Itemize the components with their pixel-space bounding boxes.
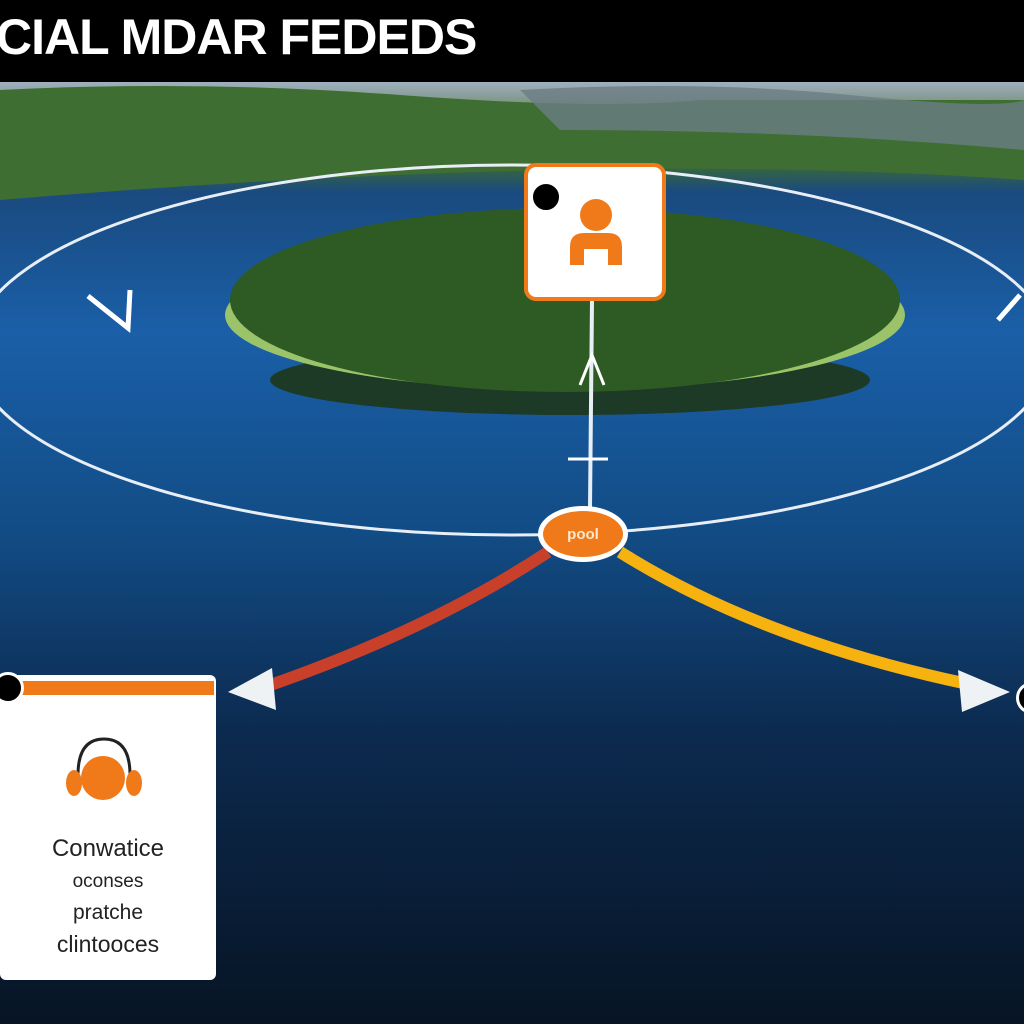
card-line: pratche bbox=[72, 901, 144, 924]
card-line: oconses bbox=[72, 871, 144, 892]
v-mark-left bbox=[86, 289, 133, 333]
arrow-right bbox=[616, 546, 970, 690]
arrowhead-right bbox=[958, 670, 1010, 712]
orbit-ring bbox=[0, 163, 1024, 537]
v-mark-right bbox=[996, 293, 1022, 322]
badge-dot-top bbox=[530, 181, 562, 213]
card-line: clintooces bbox=[56, 931, 160, 957]
page-title: CIAL MDAR FEDEDS bbox=[0, 9, 477, 65]
far-mountains bbox=[520, 86, 1024, 150]
arrowhead-left bbox=[228, 668, 276, 710]
arrowhead-up bbox=[578, 350, 606, 386]
hub-node[interactable]: pool bbox=[538, 506, 628, 562]
hub-label: pool bbox=[567, 525, 599, 543]
arrow-left bbox=[260, 546, 552, 694]
card-header-bar bbox=[18, 681, 214, 695]
connector-vertical bbox=[588, 299, 594, 509]
header-bar: CIAL MDAR FEDEDS bbox=[0, 0, 1024, 82]
card-line: Conwatice bbox=[51, 835, 165, 862]
info-card[interactable]: Conwatice oconses pratche clintooces bbox=[0, 675, 216, 980]
user-icon bbox=[570, 199, 622, 265]
headset-icon bbox=[66, 737, 142, 800]
